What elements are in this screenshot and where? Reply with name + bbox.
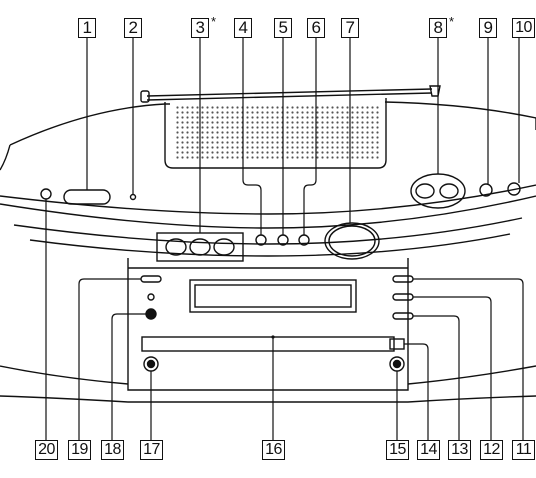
callout-17: 17 (140, 440, 163, 460)
callout-3: 3 (191, 18, 209, 38)
callout-15: 15 (386, 440, 409, 460)
callout-19: 19 (68, 440, 91, 460)
asterisk-8: * (449, 14, 454, 29)
asterisk-3: * (211, 14, 216, 29)
callout-20: 20 (35, 440, 58, 460)
callout-8: 8 (429, 18, 447, 38)
callout-10: 10 (512, 18, 535, 38)
callout-12: 12 (480, 440, 503, 460)
callout-16: 16 (262, 440, 285, 460)
callout-6: 6 (307, 18, 325, 38)
callout-7: 7 (341, 18, 359, 38)
callout-9: 9 (479, 18, 497, 38)
callout-14: 14 (417, 440, 440, 460)
callout-5: 5 (274, 18, 292, 38)
callout-1: 1 (78, 18, 96, 38)
callout-11: 11 (512, 440, 535, 460)
callout-13: 13 (448, 440, 471, 460)
callout-4: 4 (234, 18, 252, 38)
callout-18: 18 (101, 440, 124, 460)
callout-2: 2 (124, 18, 142, 38)
